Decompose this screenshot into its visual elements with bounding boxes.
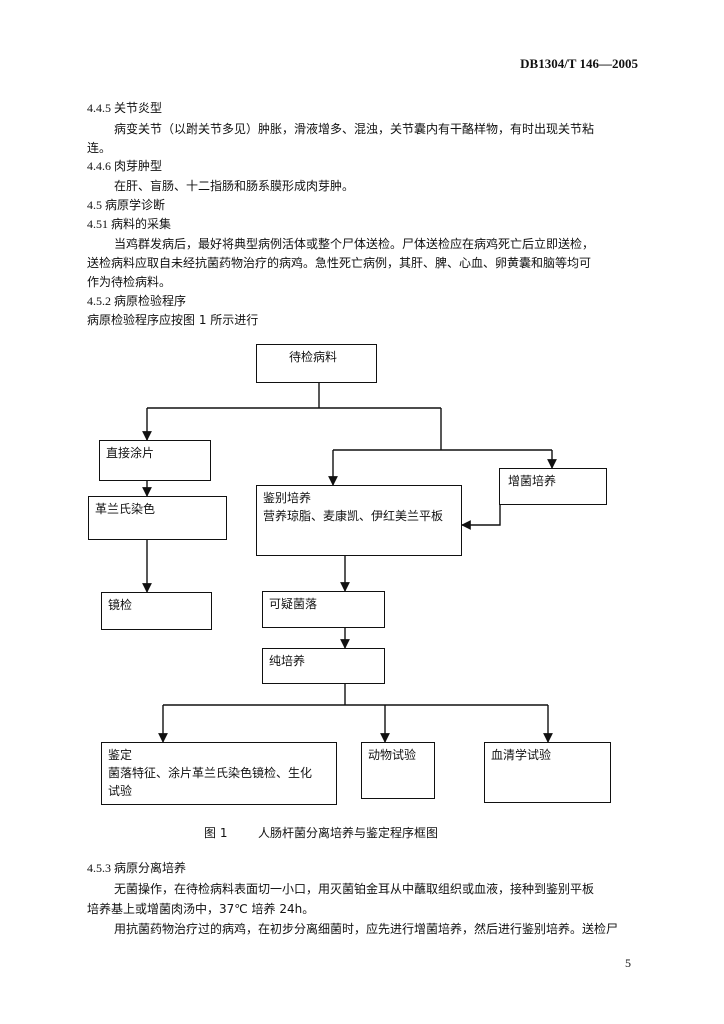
pure-culture-label: 纯培养	[269, 654, 306, 668]
section-4-4-6-heading: 4.4.6 肉芽肿型	[87, 159, 163, 173]
sample-label: 待检病料	[289, 350, 338, 364]
identification-line2: 试验	[108, 784, 133, 798]
differential-culture-title: 鉴别培养	[263, 491, 312, 505]
section-4-5-1-text-line3: 作为待检病料。	[87, 275, 172, 289]
pure-culture-box: 纯培养	[262, 648, 385, 684]
animal-test-box: 动物试验	[361, 742, 435, 799]
differential-culture-media: 营养琼脂、麦康凯、伊红美兰平板	[263, 509, 444, 523]
standard-number: DB1304/T 146—2005	[520, 56, 638, 71]
identification-box: 鉴定 菌落特征、涂片革兰氏染色镜检、生化 试验	[101, 742, 337, 805]
enrichment-culture-label: 增菌培养	[508, 474, 557, 488]
section-4-5-1-heading: 4.51 病料的采集	[87, 217, 172, 231]
animal-test-label: 动物试验	[368, 748, 417, 762]
microscopy-label: 镜检	[108, 598, 133, 612]
section-4-5-2-text: 病原检验程序应按图 1 所示进行	[87, 313, 259, 327]
section-4-5-2-heading: 4.5.2 病原检验程序	[87, 294, 187, 308]
section-4-5-1-text-line2: 送检病料应取自未经抗菌药物治疗的病鸡。急性死亡病例，其肝、脾、心血、卵黄囊和脑等…	[87, 256, 592, 270]
suspicious-colony-box: 可疑菌落	[262, 591, 385, 628]
figure-caption-label: 图 1	[204, 826, 228, 840]
gram-stain-box: 革兰氏染色	[88, 496, 227, 540]
enrichment-culture-box: 增菌培养	[499, 468, 607, 505]
section-4-5-3-text-line3: 用抗菌药物治疗过的病鸡，在初步分离细菌时，应先进行增菌培养，然后进行鉴别培养。送…	[114, 922, 619, 936]
gram-stain-label: 革兰氏染色	[95, 502, 156, 516]
suspicious-colony-label: 可疑菌落	[269, 597, 318, 611]
serology-test-label: 血清学试验	[491, 748, 552, 762]
section-4-5-1-text-line1: 当鸡群发病后，最好将典型病例活体或整个尸体送检。尸体送检应在病鸡死亡后立即送检，	[114, 237, 595, 251]
microscopy-box: 镜检	[101, 592, 212, 630]
section-4-5-3-heading: 4.5.3 病原分离培养	[87, 861, 187, 875]
identification-title: 鉴定	[108, 748, 133, 762]
section-4-4-5-text-line2: 连。	[87, 141, 112, 155]
serology-test-box: 血清学试验	[484, 742, 611, 803]
direct-smear-box: 直接涂片	[99, 440, 211, 481]
section-4-4-6-text: 在肝、盲肠、十二指肠和肠系膜形成肉芽肿。	[114, 179, 355, 193]
connector-enrichment-to-diff	[461, 505, 501, 530]
figure-caption-title: 人肠杆菌分离培养与鉴定程序框图	[258, 826, 439, 840]
identification-line1: 菌落特征、涂片革兰氏染色镜检、生化	[108, 766, 313, 780]
section-4-5-3-text-line1: 无菌操作，在待检病料表面切一小口，用灭菌铂金耳从中蘸取组织或血液，接种到鉴别平板	[114, 882, 595, 896]
direct-smear-label: 直接涂片	[106, 446, 155, 460]
page-number: 5	[625, 956, 631, 970]
sample-box: 待检病料	[256, 344, 377, 383]
section-4-4-5-text-line1: 病变关节（以跗关节多见）肿胀，滑液增多、混浊，关节囊内有干酪样物，有时出现关节粘	[114, 122, 595, 136]
section-4-5-heading: 4.5 病原学诊断	[87, 198, 166, 212]
section-4-5-3-text-line2: 培养基上或增菌肉汤中，37℃ 培养 24h。	[87, 902, 315, 916]
differential-culture-box: 鉴别培养 营养琼脂、麦康凯、伊红美兰平板	[256, 485, 462, 556]
section-4-4-5-heading: 4.4.5 关节炎型	[87, 101, 163, 115]
